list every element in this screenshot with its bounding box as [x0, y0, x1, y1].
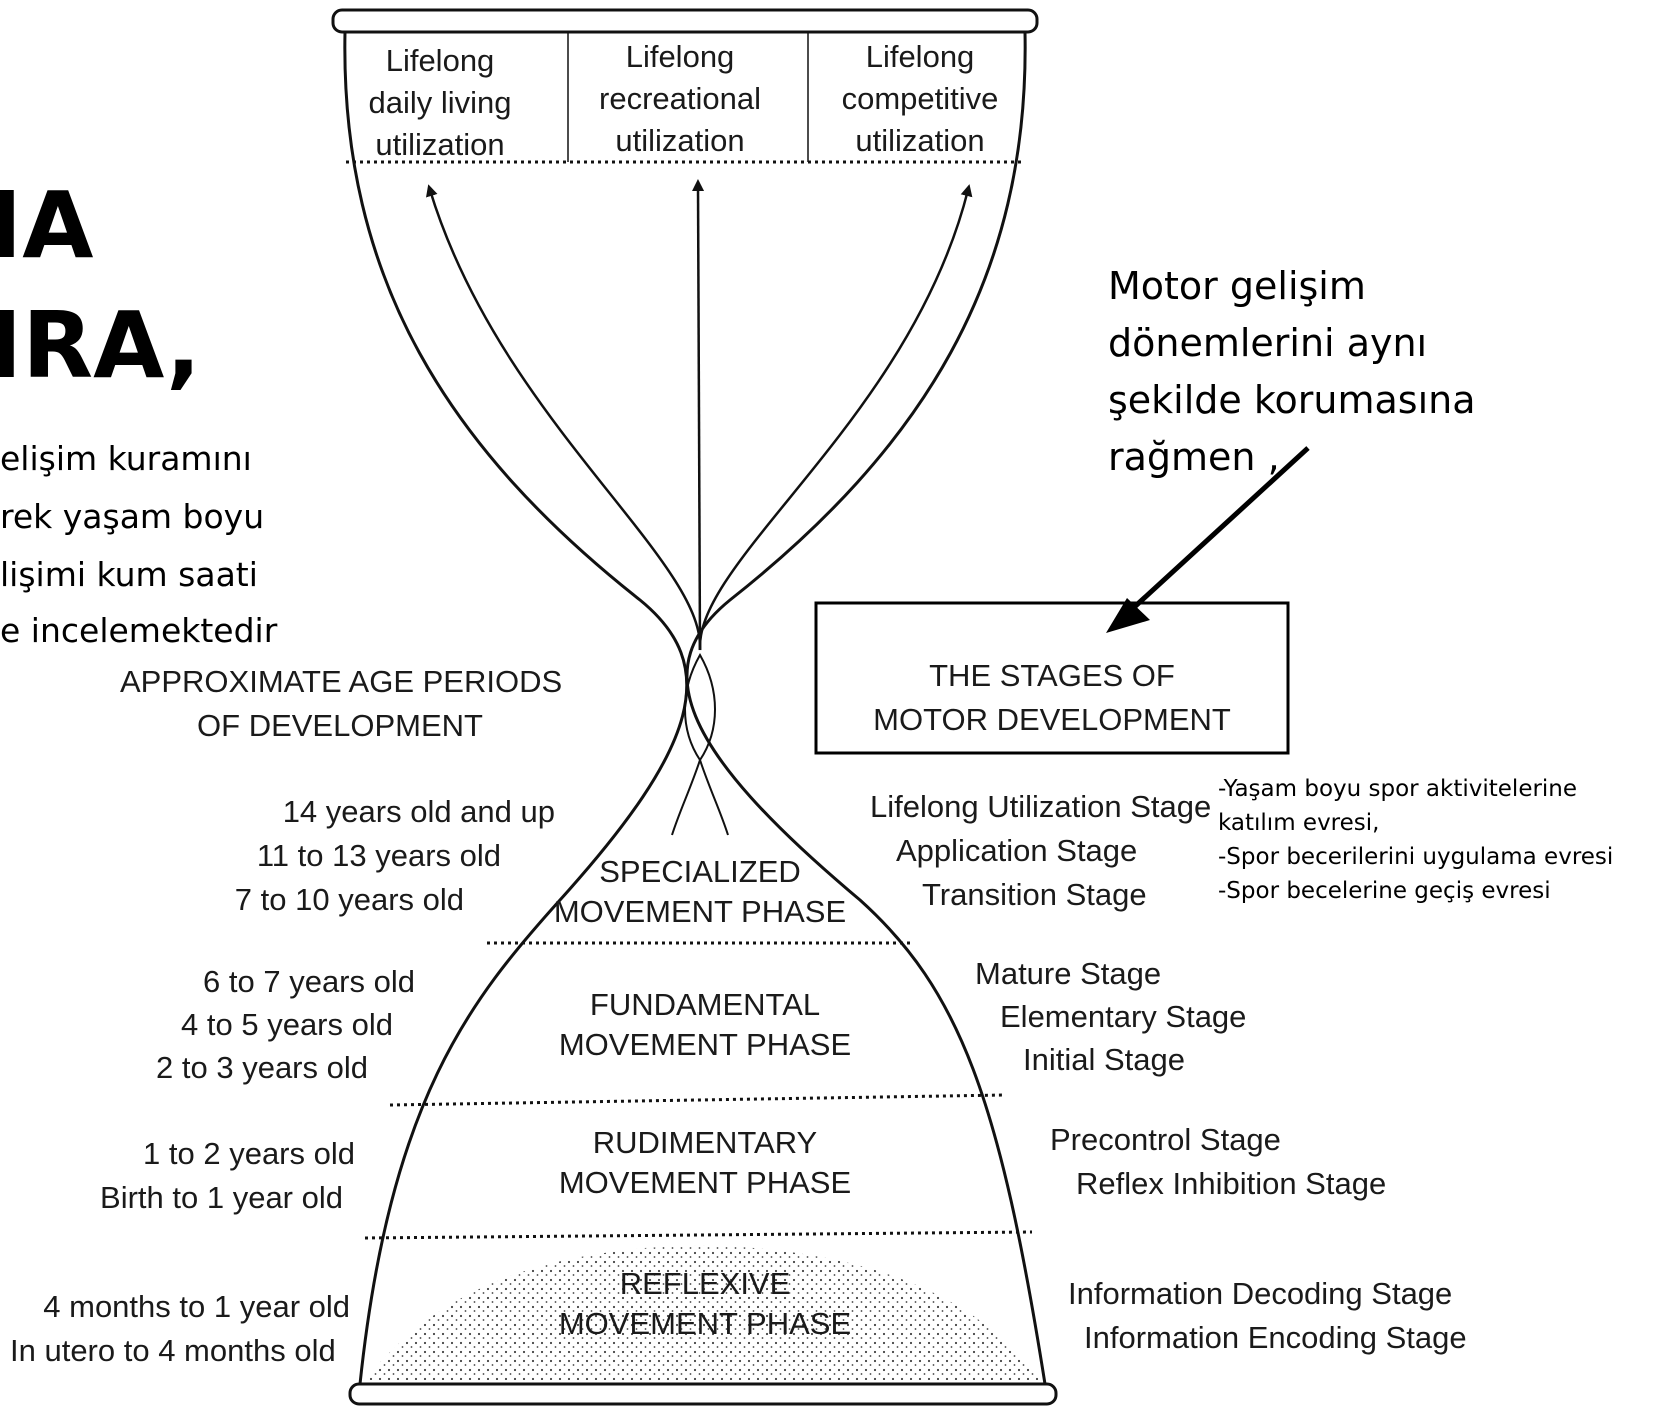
phase-divider-3	[364, 1230, 1033, 1240]
phase-specialized: SPECIALIZED MOVEMENT PHASE	[553, 854, 847, 929]
ages-rudimentary: 1 to 2 years old Birth to 1 year old	[100, 1136, 355, 1215]
ages-reflexive: 4 months to 1 year old In utero to 4 mon…	[10, 1289, 350, 1368]
phase-fundamental: FUNDAMENTAL MOVEMENT PHASE	[558, 987, 852, 1062]
left-text-line3: lişimi kum saati	[0, 555, 258, 594]
ages-specialized: 14 years old and up 11 to 13 years old 7…	[234, 794, 555, 917]
turkish-notes: -Yaşam boyu spor aktivitelerine katılım …	[1218, 776, 1614, 904]
ages-fundamental: 6 to 7 years old 4 to 5 years old 2 to 3…	[156, 964, 415, 1085]
hourglass-right-outline	[685, 31, 1047, 1385]
left-title-line2: IRA,	[0, 292, 201, 399]
top-bar	[331, 8, 1039, 34]
stages-box	[814, 601, 1290, 755]
outcome-competitive: Lifelong competitive utilization	[841, 39, 999, 158]
left-text-line2: rek yaşam boyu	[0, 497, 265, 536]
left-title-line1: IA	[0, 172, 94, 279]
stages-specialized: Lifelong Utilization Stage Application S…	[870, 789, 1212, 912]
stages-rudimentary: Precontrol Stage Reflex Inhibition Stage	[1050, 1122, 1387, 1201]
arrow-daily-living	[426, 184, 702, 651]
stages-fundamental: Mature Stage Elementary Stage Initial St…	[975, 956, 1247, 1077]
outcome-daily-living: Lifelong daily living utilization	[368, 43, 512, 162]
arrow-competitive	[698, 184, 973, 651]
phase-reflexive: REFLEXIVE MOVEMENT PHASE	[558, 1266, 852, 1341]
outcome-recreational: Lifelong recreational utilization	[599, 39, 761, 158]
stages-heading: THE STAGES OF MOTOR DEVELOPMENT	[873, 658, 1231, 737]
annotation-arrow	[1116, 446, 1310, 624]
left-text-line4: e incelemektedir	[0, 611, 278, 650]
phase-rudimentary: RUDIMENTARY MOVEMENT PHASE	[558, 1125, 852, 1200]
age-periods-heading: APPROXIMATE AGE PERIODS OF DEVELOPMENT	[120, 664, 563, 743]
bottom-bar	[348, 1382, 1058, 1406]
stages-reflexive: Information Decoding Stage Information E…	[1068, 1276, 1467, 1355]
reflexive-stipple	[365, 1245, 1040, 1380]
arrow-recreational	[692, 179, 705, 651]
left-text-line1: elişim kuramını	[0, 439, 252, 478]
phase-divider-2	[389, 1093, 1006, 1107]
annotation-text: Motor gelişim dönemlerini aynı şekilde k…	[1108, 264, 1476, 479]
